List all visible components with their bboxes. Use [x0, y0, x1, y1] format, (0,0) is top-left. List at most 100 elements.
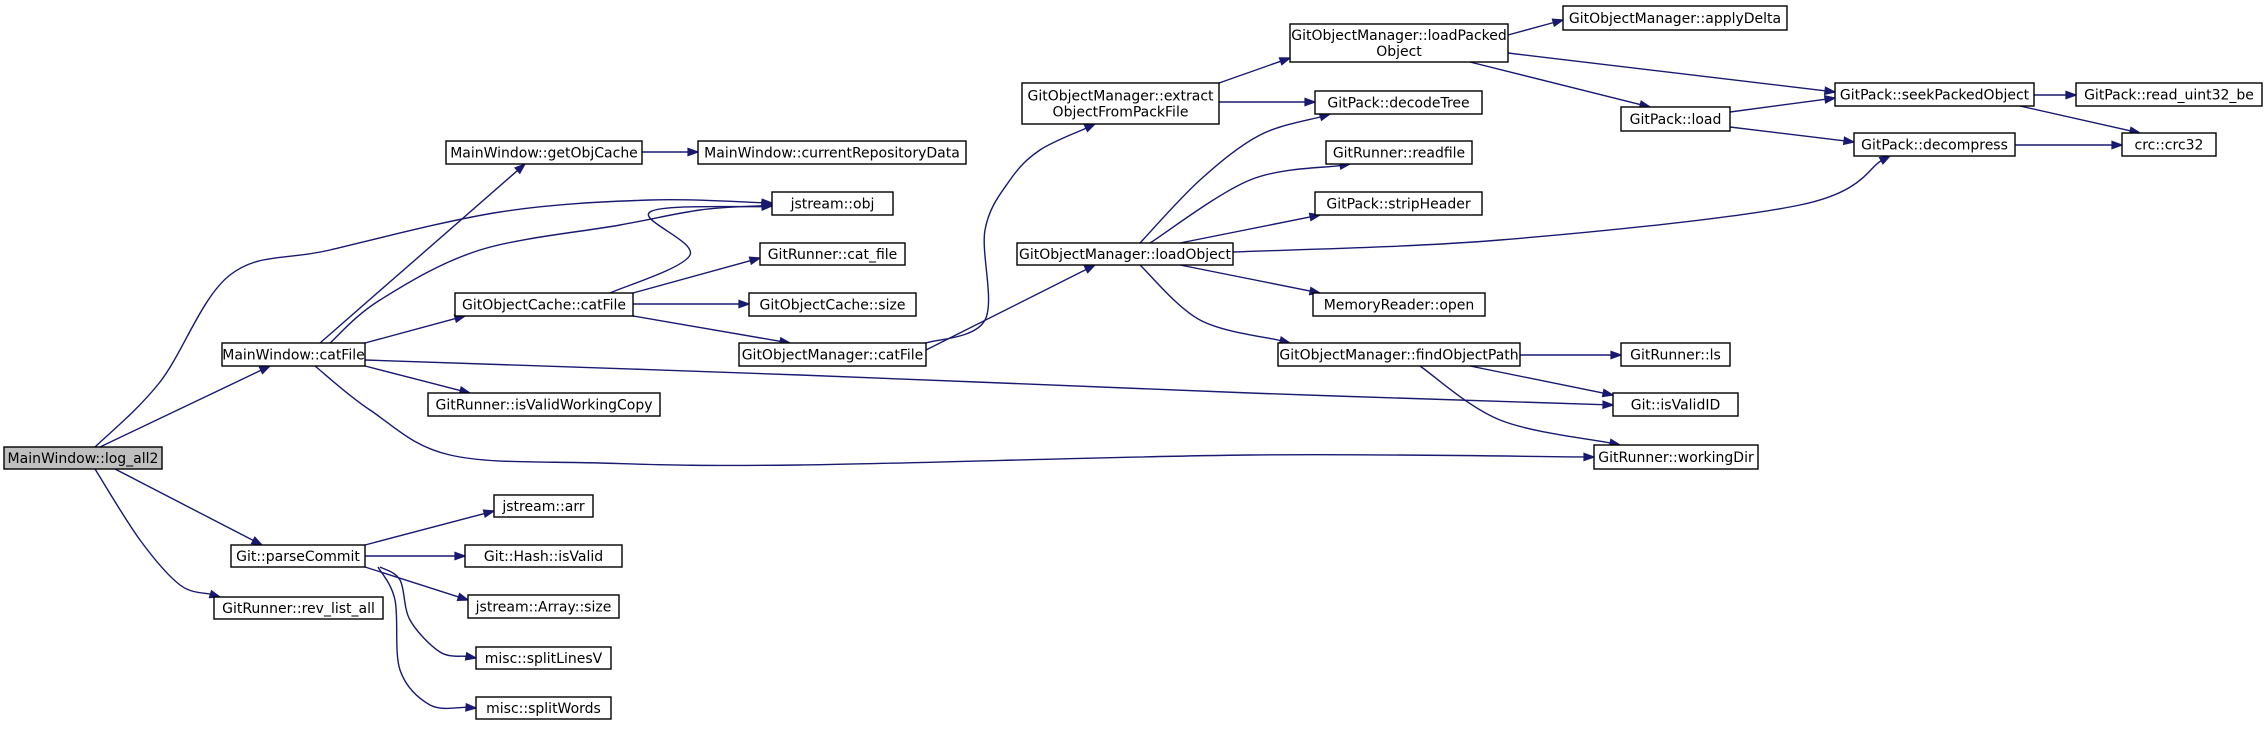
node-workingDir[interactable]: GitRunner::workingDir [1593, 444, 1759, 470]
node-decodeTree[interactable]: GitPack::decodeTree [1314, 90, 1483, 115]
edge-extractObject-to-loadPacked [1218, 57, 1292, 84]
node-box [1612, 392, 1739, 417]
edge-mw_catFile-to-isValidWorkingCopy [364, 365, 472, 395]
node-label: GitPack::decodeTree [1327, 96, 1469, 112]
node-box [3, 446, 163, 470]
node-loadObject[interactable]: GitObjectManager::loadObject [1016, 242, 1234, 266]
node-currentRepositoryData[interactable]: MainWindow::currentRepositoryData [697, 140, 967, 165]
node-goc_size[interactable]: GitObjectCache::size [748, 292, 917, 317]
node-gom_catFile[interactable]: GitObjectManager::catFile [738, 342, 927, 367]
edge-extractObject-to-decodeTree [1219, 97, 1317, 107]
node-label: GitObjectManager::loadPacked [1291, 28, 1507, 44]
node-runner_ls[interactable]: GitRunner::ls [1620, 342, 1731, 367]
edge-pack_load-to-seekPacked [1729, 95, 1837, 113]
edge-loadObject-to-mr_open [1179, 264, 1322, 296]
node-box [1853, 132, 2016, 157]
node-getObjCache[interactable]: MainWindow::getObjCache [445, 140, 643, 165]
edge-mw_catFile-to-isValidID [364, 359, 1615, 410]
node-label: Git::isValidID [1631, 398, 1721, 414]
node-label: GitRunner::cat_file [768, 247, 898, 263]
node-label: GitPack::decompress [1861, 138, 2008, 154]
node-applyDelta[interactable]: GitObjectManager::applyDelta [1562, 5, 1788, 31]
node-log_all2[interactable]: MainWindow::log_all2 [3, 446, 163, 470]
node-hash_isValid[interactable]: Git::Hash::isValid [464, 544, 623, 568]
node-label: GitPack::stripHeader [1326, 197, 1470, 213]
node-splitWords[interactable]: misc::splitWords [475, 696, 612, 720]
node-box [464, 544, 623, 568]
node-isValidWorkingCopy[interactable]: GitRunner::isValidWorkingCopy [427, 392, 661, 417]
node-jstream_arr[interactable]: jstream::arr [493, 494, 594, 518]
node-read_uint32[interactable]: GitPack::read_uint32_be [2075, 82, 2263, 107]
node-seekPacked[interactable]: GitPack::seekPackedObject [1834, 82, 2035, 107]
node-label: GitObjectCache::catFile [462, 298, 626, 314]
node-label: MemoryReader::open [1324, 298, 1475, 314]
node-label: misc::splitLinesV [485, 651, 603, 667]
node-box [1834, 82, 2035, 107]
edge-pack_load-to-decompress [1729, 126, 1856, 146]
node-box [1314, 90, 1483, 115]
node-decompress[interactable]: GitPack::decompress [1853, 132, 2016, 157]
node-mr_open[interactable]: MemoryReader::open [1312, 292, 1486, 317]
node-readfile[interactable]: GitRunner::readfile [1325, 140, 1473, 165]
node-pack_load[interactable]: GitPack::load [1620, 106, 1731, 132]
node-label: GitObjectManager::catFile [742, 348, 924, 364]
node-label: jstream::Array::size [475, 600, 612, 616]
node-box [1021, 82, 1220, 125]
node-label: GitRunner::workingDir [1598, 450, 1754, 466]
node-parseCommit[interactable]: Git::parseCommit [230, 544, 366, 568]
edges-layer [94, 18, 2142, 712]
node-box [1325, 140, 1473, 165]
node-box [1562, 5, 1788, 31]
node-findObjectPath[interactable]: GitObjectManager::findObjectPath [1277, 342, 1521, 367]
node-isValidID[interactable]: Git::isValidID [1612, 392, 1739, 417]
node-label: GitRunner::ls [1630, 348, 1721, 364]
node-rev_list_all[interactable]: GitRunner::rev_list_all [213, 596, 384, 620]
node-box [427, 392, 661, 417]
node-box [748, 292, 917, 317]
node-label: GitRunner::readfile [1333, 146, 1465, 162]
edge-seekPacked-to-read_uint32 [2034, 90, 2078, 100]
edge-loadPacked-to-pack_load [1469, 61, 1652, 109]
node-label: Object [1376, 44, 1422, 60]
node-box [1312, 292, 1486, 317]
node-jstream_obj[interactable]: jstream::obj [771, 191, 894, 216]
node-box [697, 140, 967, 165]
node-label: GitRunner::isValidWorkingCopy [435, 398, 652, 414]
edge-loadPacked-to-seekPacked [1507, 52, 1837, 96]
node-box [493, 494, 594, 518]
node-box [467, 594, 620, 619]
node-stripHeader[interactable]: GitPack::stripHeader [1314, 191, 1483, 216]
node-crc32[interactable]: crc::crc32 [2121, 132, 2217, 157]
node-label: MainWindow::getObjCache [450, 146, 638, 162]
node-label: GitObjectManager::extract [1027, 89, 1214, 105]
edge-gom_catFile-to-extractObject [925, 123, 1097, 344]
node-box [2121, 132, 2217, 157]
node-label: Git::Hash::isValid [484, 549, 603, 565]
edge-mw_catFile-to-getObjCache [319, 162, 527, 344]
edge-loadObject-to-decompress [1232, 155, 1892, 253]
node-array_size[interactable]: jstream::Array::size [467, 594, 620, 619]
node-splitLinesV[interactable]: misc::splitLinesV [475, 646, 612, 670]
edge-loadObject-to-stripHeader [1179, 212, 1322, 244]
node-cat_file[interactable]: GitRunner::cat_file [759, 242, 906, 266]
node-box [1314, 191, 1483, 216]
node-label: jstream::arr [501, 499, 584, 515]
node-label: GitObjectManager::findObjectPath [1279, 348, 1518, 364]
node-mw_catFile[interactable]: MainWindow::catFile [221, 342, 366, 367]
node-label: GitPack::load [1630, 112, 1722, 128]
edge-loadPacked-to-applyDelta [1507, 18, 1565, 36]
node-box [213, 596, 384, 620]
node-label: GitPack::seekPackedObject [1840, 88, 2030, 104]
node-label: MainWindow::log_all2 [8, 451, 159, 467]
node-box [475, 696, 612, 720]
edge-seekPacked-to-crc32 [2019, 105, 2142, 135]
edge-parseCommit-to-hash_isValid [365, 551, 467, 561]
node-goc_catFile[interactable]: GitObjectCache::catFile [454, 292, 634, 317]
node-extractObject[interactable]: GitObjectManager::extractObjectFromPackF… [1021, 82, 1220, 125]
node-box [1593, 444, 1759, 470]
node-label: GitObjectManager::loadObject [1019, 247, 1231, 263]
edge-mw_catFile-to-goc_catFile [364, 314, 467, 344]
node-box [771, 191, 894, 216]
edge-findObjectPath-to-workingDir [1419, 365, 1622, 448]
